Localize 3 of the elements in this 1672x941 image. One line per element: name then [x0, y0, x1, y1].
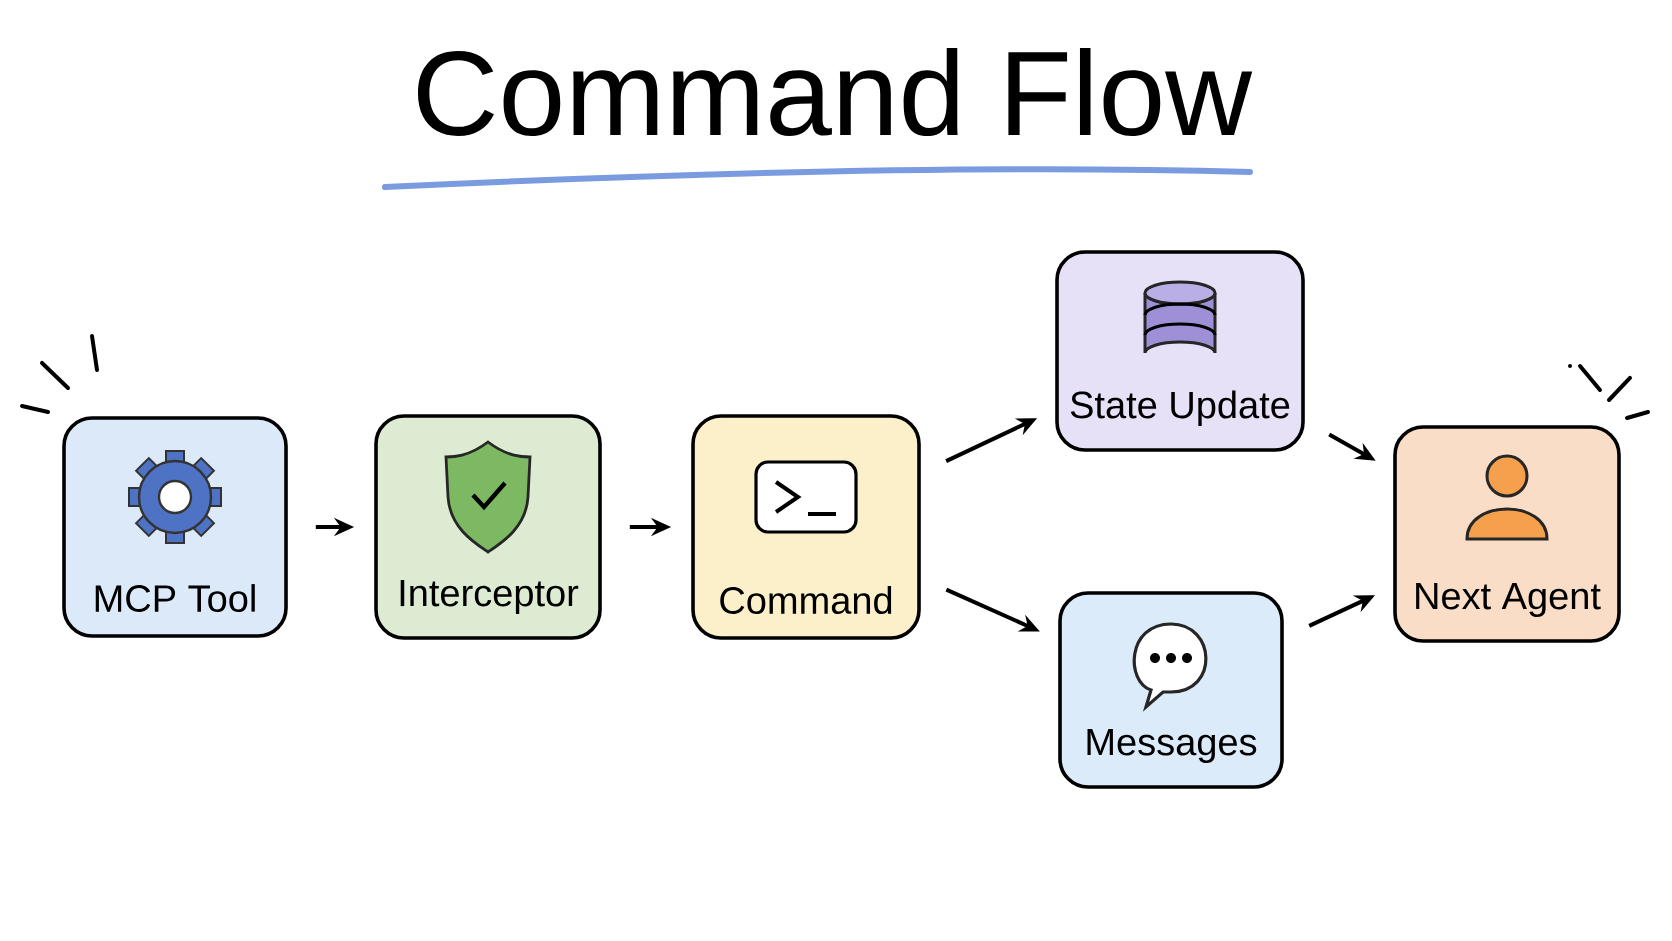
- process-box: Next Agent: [1393, 425, 1621, 643]
- title: Command Flow: [418, 47, 1253, 137]
- process-box: State Update: [1055, 250, 1305, 452]
